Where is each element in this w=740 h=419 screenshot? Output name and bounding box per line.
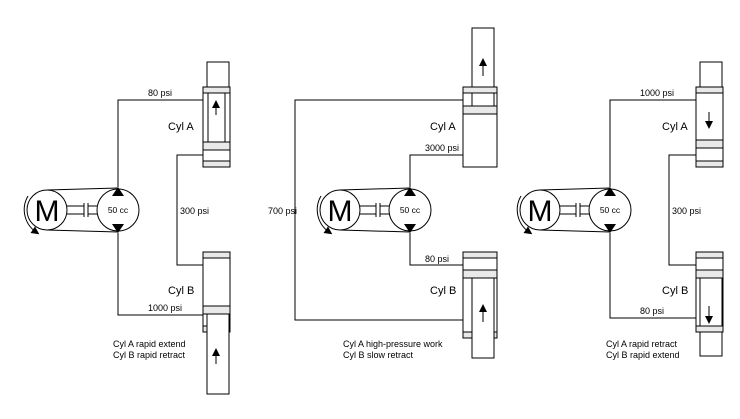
- shaft-coupling-2: [360, 203, 390, 217]
- belt-top-1: [46, 187, 119, 191]
- pressure-a-2: 3000 psi: [425, 143, 459, 153]
- cyl-a-piston-3: [695, 139, 724, 149]
- caption-2-line-2: Cyl B slow retract: [343, 350, 414, 360]
- pressure-top-1: 80 psi: [148, 88, 172, 98]
- cyl-a-cap-top-2: [462, 86, 498, 94]
- cyl-b-label-3: Cyl B: [662, 285, 688, 297]
- cyl-a-piston-1: [202, 141, 231, 151]
- caption-2-line-1: Cyl A high-pressure work: [343, 339, 443, 349]
- circuit-3: M 50 cc 1000 psi 300 psi 80 psi: [516, 61, 724, 360]
- cyl-a-label-3: Cyl A: [662, 121, 688, 133]
- pump-displacement-2: 50 cc: [400, 205, 421, 215]
- cyl-b-rod-1: [206, 313, 230, 395]
- pump-arrow-down-2: [404, 224, 416, 233]
- motor-3: M: [516, 187, 611, 235]
- line-outer-2: [294, 99, 463, 321]
- rotation-arrow-icon: [316, 195, 333, 235]
- shaft-coupling-3: [560, 203, 590, 217]
- pressure-link-1: 300 psi: [180, 206, 209, 216]
- cyl-a-cap-top-3: [695, 86, 724, 94]
- pump-arrow-down-3: [604, 224, 616, 233]
- cyl-b-cap-top-1: [202, 251, 231, 259]
- motor-letter-3: M: [528, 195, 553, 228]
- rotation-arrow-icon: [516, 195, 533, 235]
- rotation-arrow-icon: [23, 195, 40, 235]
- pump-arrow-up-2: [404, 187, 416, 196]
- belt-bottom-1: [46, 229, 119, 233]
- cyl-b-label-1: Cyl B: [168, 285, 194, 297]
- cylinder-a-3: Cyl A: [662, 61, 724, 168]
- caption-1-line-2: Cyl B rapid retract: [113, 350, 186, 360]
- circuit-2: M 50 cc 700 psi 3000 psi 80 psi: [268, 27, 498, 360]
- caption-3-line-2: Cyl B rapid extend: [606, 350, 680, 360]
- line-b-2: [409, 233, 463, 266]
- shaft-coupling-1: [67, 203, 98, 217]
- motor-letter-2: M: [328, 195, 353, 228]
- cyl-a-cap-top-1: [202, 86, 231, 94]
- line-bottom-3: [609, 233, 696, 319]
- motor-1: M: [23, 187, 119, 235]
- caption-3-line-1: Cyl A rapid retract: [606, 339, 678, 349]
- pump-displacement-1: 50 cc: [108, 205, 129, 215]
- cyl-a-cap-bottom-3: [695, 160, 724, 168]
- motor-2: M: [316, 187, 411, 235]
- cyl-a-cap-bottom-1: [202, 160, 231, 168]
- pressure-outer-2: 700 psi: [268, 206, 297, 216]
- cyl-b-cap-top-2: [462, 251, 498, 259]
- pump-displacement-3: 50 cc: [600, 205, 621, 215]
- motor-letter-1: M: [35, 195, 60, 228]
- pressure-bottom-3: 80 psi: [640, 306, 664, 316]
- pressure-top-3: 1000 psi: [640, 88, 674, 98]
- pressure-bottom-1: 1000 psi: [148, 303, 182, 313]
- belt-top-3: [539, 187, 611, 191]
- cylinder-b-2: Cyl B: [430, 251, 498, 359]
- pump-3: 50 cc: [588, 187, 632, 233]
- cyl-b-piston-3: [695, 269, 724, 279]
- line-bottom-1: [117, 233, 203, 316]
- cyl-b-cap-top-3: [695, 251, 724, 259]
- cyl-a-barrel-3: [695, 86, 724, 168]
- pump-arrow-down-1: [112, 224, 124, 233]
- cyl-a-barrel-2: [462, 86, 498, 168]
- pump-1: 50 cc: [96, 187, 140, 233]
- cyl-a-label-1: Cyl A: [168, 121, 194, 133]
- cylinder-a-1: Cyl A: [168, 61, 231, 168]
- line-top-3: [609, 99, 696, 187]
- belt-bottom-3: [539, 229, 611, 233]
- belt-bottom-2: [339, 229, 411, 233]
- pump-2: 50 cc: [388, 187, 432, 233]
- pressure-link-3: 300 psi: [672, 206, 701, 216]
- cyl-a-barrel-1: [202, 86, 231, 168]
- caption-1-line-1: Cyl A rapid extend: [113, 339, 186, 349]
- line-link-3: [668, 154, 696, 266]
- cylinder-b-1: Cyl B: [168, 251, 231, 395]
- circuit-1: M 50 cc 80 psi 300 psi 1000 psi: [23, 61, 231, 395]
- pressure-b-2: 80 psi: [425, 254, 449, 264]
- cyl-b-cap-bottom-3: [695, 325, 724, 333]
- cylinder-a-2: Cyl A: [430, 27, 498, 168]
- line-a-2: [409, 154, 463, 187]
- cyl-b-label-2: Cyl B: [430, 285, 456, 297]
- cyl-b-piston-1: [202, 305, 231, 315]
- cylinder-b-3: Cyl B: [662, 251, 724, 357]
- cyl-a-label-2: Cyl A: [430, 121, 456, 133]
- line-top-1: [117, 99, 203, 187]
- cyl-b-piston-2: [462, 269, 498, 279]
- pump-arrow-up-3: [604, 187, 616, 196]
- belt-top-2: [339, 187, 411, 191]
- cyl-a-piston-2: [462, 105, 498, 115]
- pump-arrow-up-1: [112, 187, 124, 196]
- cyl-a-rod-2: [471, 27, 495, 94]
- line-link-1: [176, 154, 203, 266]
